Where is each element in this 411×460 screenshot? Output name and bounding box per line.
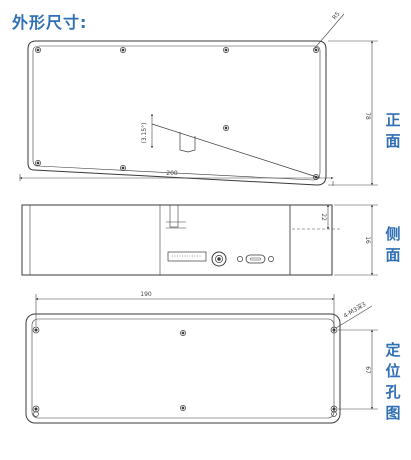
small-port-left <box>237 256 243 262</box>
small-port-right <box>268 256 274 262</box>
front-outline <box>27 40 327 186</box>
side-thickness-dim: 16 <box>364 236 371 244</box>
hole-view-label: 定 位 孔 图 <box>385 341 401 422</box>
front-width-dim: 200 <box>166 170 178 177</box>
hole-spacing-x-dim: 190 <box>140 291 152 298</box>
side-inner-block <box>159 204 291 276</box>
hole-screws <box>180 330 186 411</box>
front-corner-dim: R5 <box>331 11 342 22</box>
side-latch <box>169 204 179 228</box>
side-outline <box>21 204 333 276</box>
side-view <box>21 204 378 276</box>
front-tab <box>179 132 196 153</box>
front-view-label: 正 面 <box>385 111 401 150</box>
hole-spacing-y-dim: 67 <box>364 366 371 374</box>
front-height-dim: 78 <box>364 112 371 120</box>
hole-view <box>25 294 378 424</box>
hole-spec-leader <box>335 305 373 329</box>
front-angle-dim: (3.15°) <box>141 122 148 143</box>
mount-holes <box>32 326 338 417</box>
side-step-dim: 22 <box>320 213 327 221</box>
round-connector <box>211 251 227 267</box>
front-bezel <box>32 45 321 181</box>
usb-c-port <box>245 254 266 264</box>
ribbon-connector <box>167 251 207 262</box>
corner-leader <box>313 13 345 50</box>
hole-outline <box>25 313 341 424</box>
front-view <box>19 13 378 186</box>
front-screws <box>35 47 319 180</box>
side-view-label: 侧 面 <box>385 225 401 264</box>
page-title: 外形尺寸: <box>12 13 88 32</box>
